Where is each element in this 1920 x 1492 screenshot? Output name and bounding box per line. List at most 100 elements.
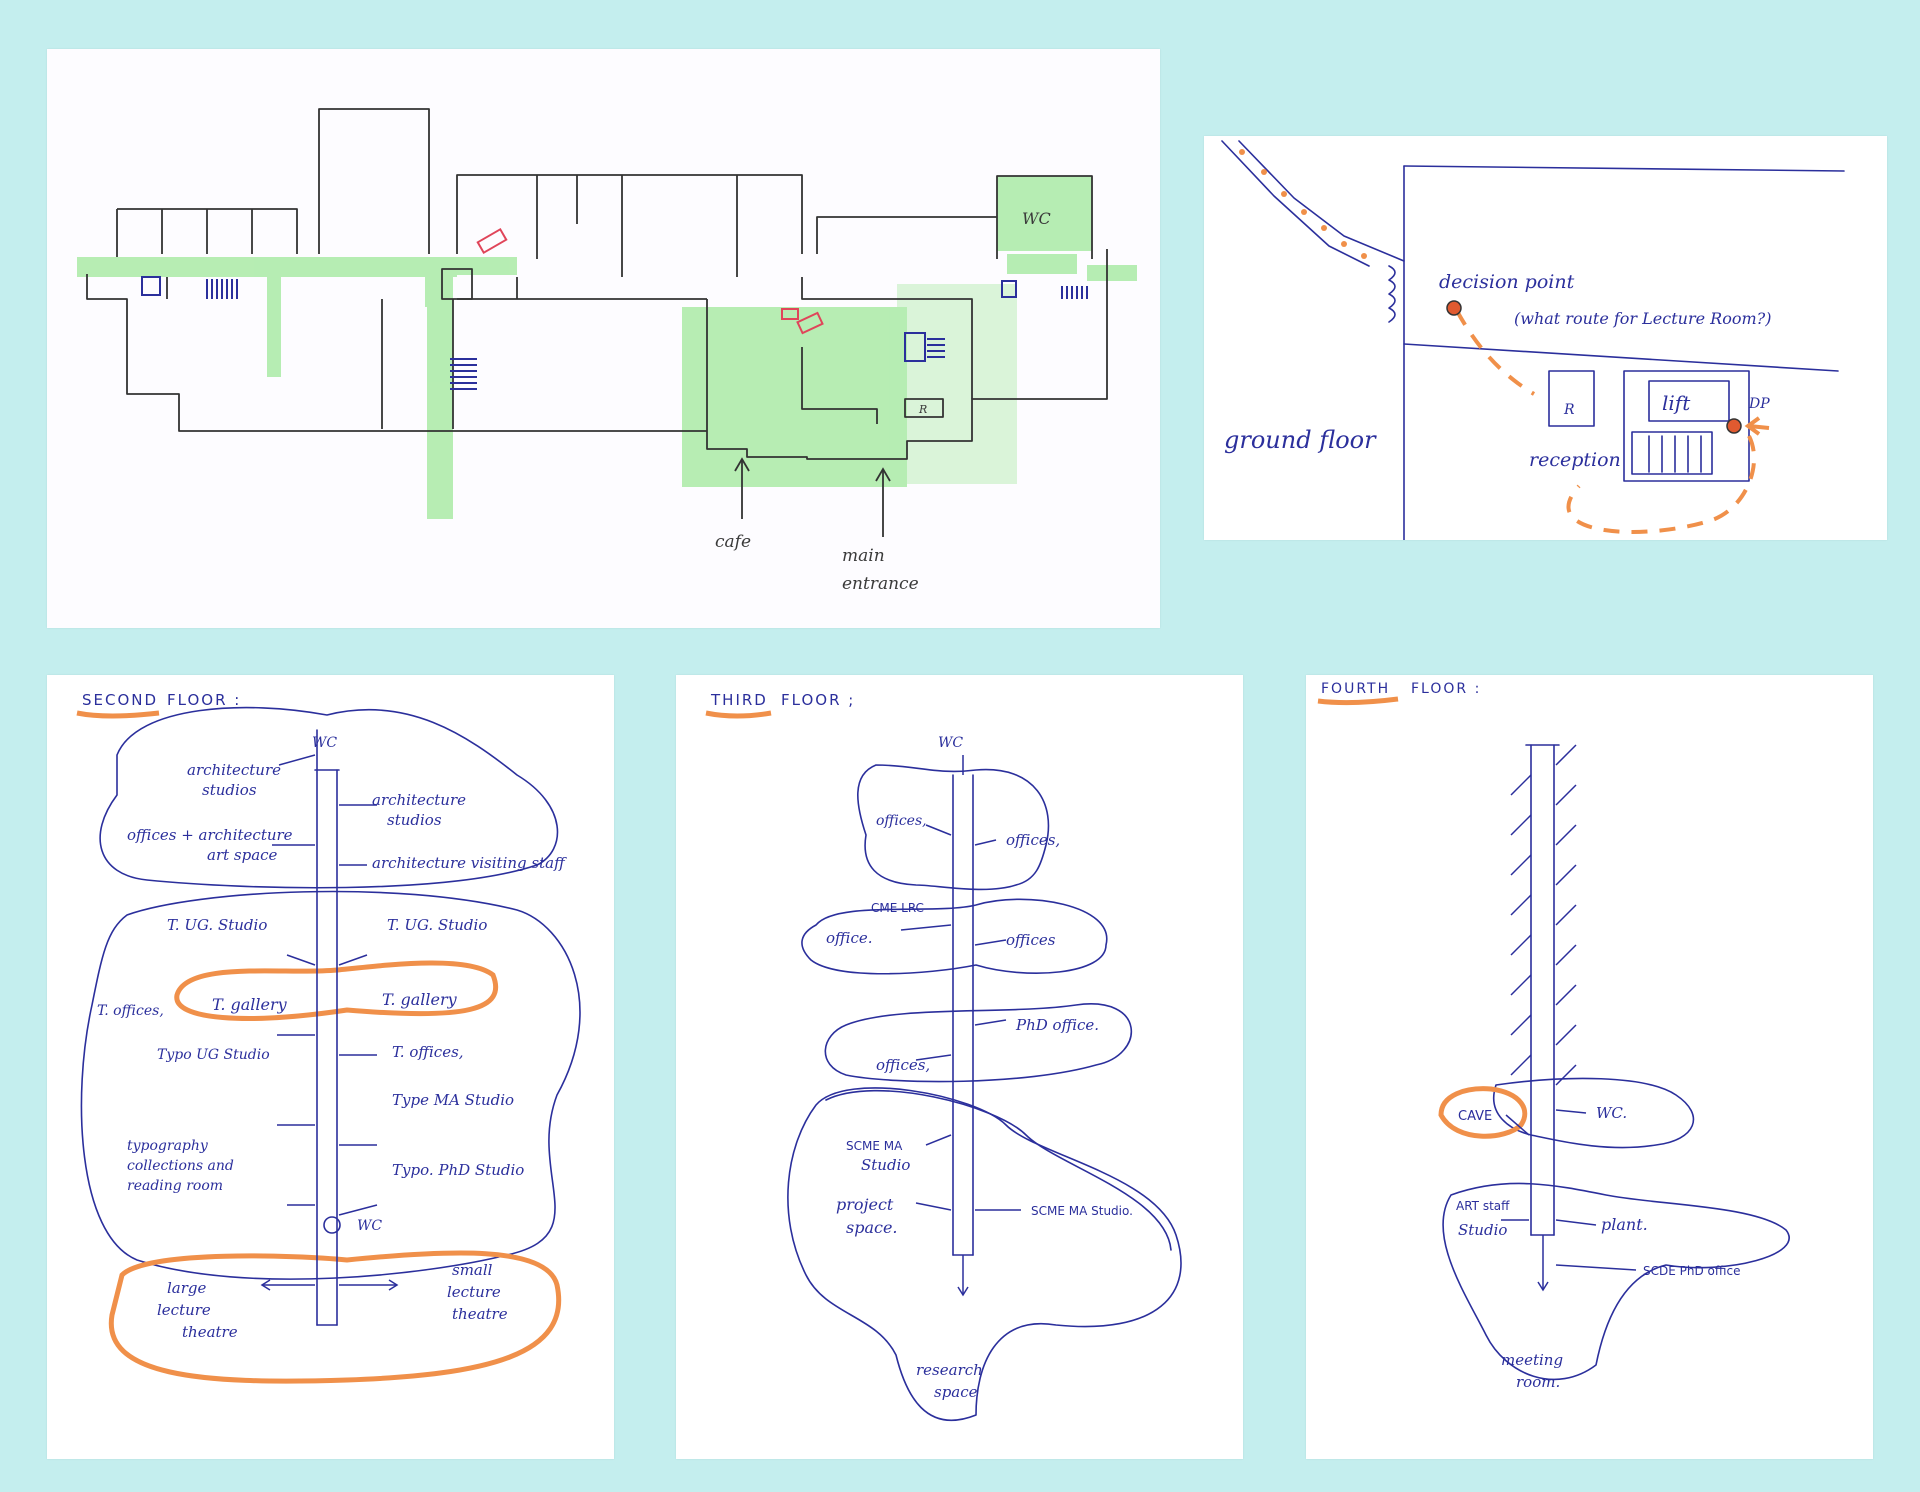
- route-dashed-path: [1455, 310, 1756, 534]
- third-floor-heading-1: THIRD: [710, 691, 768, 709]
- scme-ma-studio-right: SCME MA Studio.: [1031, 1204, 1133, 1218]
- wc-label: WC: [1022, 209, 1051, 228]
- upper-zone-outline: [857, 764, 1050, 891]
- architecture-studios-left-2: studios: [202, 781, 257, 799]
- type-ma-studio: Type MA Studio: [392, 1091, 514, 1109]
- building-walls: [86, 108, 1108, 460]
- fourth-floor-sketch-panel: FOURTH FLOOR :: [1306, 675, 1873, 1459]
- corridor-arrows: [260, 754, 399, 1291]
- middle-zone-outline: [80, 890, 581, 1280]
- typography-collections-1: typography: [127, 1138, 209, 1154]
- meeting-room-1: meeting: [1501, 1351, 1563, 1369]
- scde-phd-office-label: SCDE PhD office: [1643, 1264, 1740, 1278]
- project-space-2: space.: [846, 1218, 898, 1237]
- small-lecture-theatre-3: theatre: [452, 1305, 508, 1323]
- second-floor-drawing: SECOND FLOOR : W: [76, 691, 581, 1384]
- meeting-room-2: room.: [1516, 1373, 1560, 1391]
- second-floor-heading-1: SECOND: [82, 691, 158, 709]
- architecture-studios-left-1: architecture: [187, 761, 281, 779]
- lift-icons: [141, 276, 1017, 362]
- phd-office-label: PhD office.: [1015, 1016, 1099, 1034]
- fourth-floor-heading-1: FOURTH: [1321, 681, 1390, 697]
- studio-zone-outline: [1442, 1182, 1790, 1381]
- decision-point-label: decision point: [1439, 271, 1575, 293]
- project-space-1: project: [836, 1195, 894, 1214]
- corridor-arrows: [900, 824, 1021, 1211]
- route-question-label: (what route for Lecture Room?): [1514, 309, 1771, 328]
- typo-ug-studio: Typo UG Studio: [157, 1047, 270, 1063]
- corridor-spine: [952, 755, 974, 1297]
- corridor-spine: [314, 729, 340, 1326]
- lecture-theatre-highlight: [108, 1250, 562, 1384]
- large-lecture-theatre-1: large: [167, 1279, 207, 1297]
- t-offices-right: T. offices,: [392, 1043, 464, 1061]
- t-offices-left: T. offices,: [97, 1003, 164, 1019]
- stairs-marks: [206, 279, 1088, 390]
- reception-mark: R: [918, 403, 927, 416]
- route-decision-map-panel: decision point (what route for Lecture R…: [1204, 136, 1887, 540]
- reception-label: reception: [1529, 449, 1621, 471]
- offices-mid-label: offices: [1006, 931, 1056, 949]
- dp-dot: [1726, 418, 1742, 434]
- phd-zone-outline: [824, 1003, 1132, 1083]
- second-floor-sketch-panel: SECOND FLOOR : W: [47, 675, 614, 1459]
- route-arrow: [1744, 416, 1770, 436]
- scme-ma-studio-left-2: Studio: [861, 1156, 910, 1174]
- offices-left-label: offices,: [876, 813, 927, 829]
- wc-marker-circle: [323, 1216, 341, 1234]
- research-space-2: space: [934, 1383, 978, 1401]
- top-zone-outline: [99, 706, 559, 889]
- route-walls: [1221, 140, 1845, 540]
- scme-ma-studio-left-1: SCME MA: [846, 1139, 903, 1153]
- offices-art-space-1: offices + architecture: [127, 826, 293, 844]
- lift-label: lift: [1662, 391, 1691, 415]
- wc-sign-marks: [476, 227, 824, 335]
- wc-label: WC.: [1596, 1104, 1627, 1122]
- heading-underline: [1317, 696, 1399, 706]
- dp-label: DP: [1748, 396, 1770, 412]
- small-lecture-theatre-2: lecture: [447, 1283, 501, 1301]
- route-decision-drawing: decision point (what route for Lecture R…: [1221, 140, 1845, 540]
- decision-point-dot: [1446, 300, 1462, 316]
- art-staff-studio-1: ART staff: [1456, 1199, 1510, 1213]
- third-floor-heading-2: FLOOR ;: [781, 691, 855, 709]
- third-floor-drawing: THIRD FLOOR ; WC offices, off: [705, 691, 1182, 1422]
- cafe-label: cafe: [715, 532, 751, 552]
- large-lecture-theatre-3: theatre: [182, 1323, 238, 1341]
- hatch-lines: [1510, 744, 1577, 1086]
- t-gallery-right: T. gallery: [382, 990, 458, 1009]
- reception-desk-box: [904, 398, 944, 418]
- office-zone-outline: [801, 898, 1108, 975]
- third-floor-sketch-panel: THIRD FLOOR ; WC offices, off: [676, 675, 1243, 1459]
- wc-label: WC: [938, 735, 963, 751]
- architecture-studios-right-1: architecture: [372, 791, 466, 809]
- wc-top-label: WC: [312, 735, 337, 751]
- entrance-arrows: [734, 457, 891, 537]
- route-path-dots: [1239, 149, 1367, 259]
- corridor-arrows: [1501, 1109, 1637, 1292]
- gallery-highlight: [174, 960, 499, 1021]
- typography-collections-2: collections and: [127, 1158, 234, 1174]
- typography-collections-3: reading room: [127, 1178, 223, 1194]
- cave-label: CAVE: [1458, 1109, 1492, 1124]
- green-route-highlight: [77, 176, 1137, 519]
- heading-underline: [705, 710, 772, 719]
- main-entrance-label-1: main: [842, 546, 885, 566]
- t-ug-studio-right: T. UG. Studio: [387, 916, 487, 934]
- hatched-corridor: [1525, 744, 1560, 1236]
- large-lecture-theatre-2: lecture: [157, 1301, 211, 1319]
- wc-bottom-label: WC: [357, 1218, 382, 1234]
- reception-mark-route: R: [1563, 402, 1575, 418]
- offices-right-label: offices,: [1006, 831, 1060, 849]
- small-lecture-theatre-1: small: [452, 1261, 493, 1279]
- architecture-studios-right-2: studios: [387, 811, 442, 829]
- fourth-floor-heading-2: FLOOR :: [1411, 681, 1481, 697]
- art-staff-studio-2: Studio: [1458, 1221, 1507, 1239]
- cave-highlight: [1438, 1086, 1528, 1139]
- main-entrance-label-2: entrance: [842, 574, 919, 594]
- studio-zone-outline: [787, 1087, 1182, 1422]
- architecture-visiting-staff-label: architecture visiting staff: [372, 854, 567, 872]
- t-gallery-left: T. gallery: [212, 995, 288, 1014]
- ground-floor-plan-panel: R WC cafe main entrance: [47, 49, 1160, 628]
- second-floor-heading-2: FLOOR :: [167, 691, 241, 709]
